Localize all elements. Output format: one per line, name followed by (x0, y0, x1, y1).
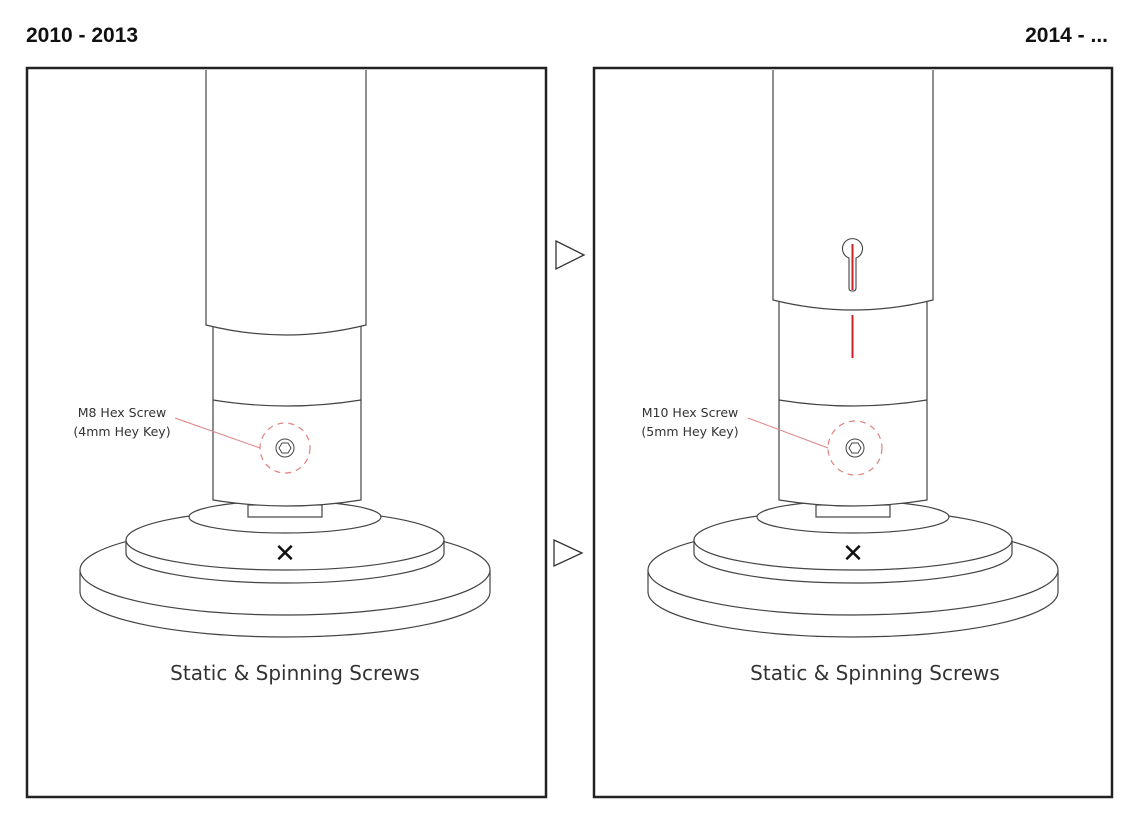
pole-right (772, 70, 934, 507)
caption-left: Static & Spinning Screws (170, 661, 420, 685)
era-label-right: 2014 - ... (1025, 24, 1108, 47)
screw-label-right-1: M10 Hex Screw (642, 405, 739, 420)
leader-line-right (747, 417, 829, 449)
arrow-right-icon (553, 538, 584, 568)
x-logo-icon-right: ✕ (842, 539, 864, 569)
right-panel-frame (592, 66, 1114, 799)
screw-label-right-2: (5mm Hey Key) (641, 424, 738, 439)
left-panel: M8 Hex Screw (4mm Hey Key) ✕ Static & Sp… (25, 66, 548, 799)
era-label-left: 2010 - 2013 (26, 24, 139, 47)
right-panel: M10 Hex Screw (5mm Hey Key) ✕ Static & S… (592, 66, 1114, 799)
screw-label-left-1: M8 Hex Screw (78, 405, 167, 420)
screw-label-left-2: (4mm Hey Key) (73, 424, 170, 439)
leader-line-left (174, 417, 261, 449)
left-panel-frame (25, 66, 548, 799)
arrow-right-icon (555, 239, 586, 271)
caption-right: Static & Spinning Screws (750, 661, 1000, 685)
keyhole-slot-icon (841, 238, 864, 292)
pole-left (205, 70, 367, 507)
x-logo-icon-left: ✕ (274, 539, 296, 569)
base-plate-right (647, 500, 1059, 638)
base-plate-left (79, 500, 491, 638)
hex-screw-right (827, 420, 883, 476)
